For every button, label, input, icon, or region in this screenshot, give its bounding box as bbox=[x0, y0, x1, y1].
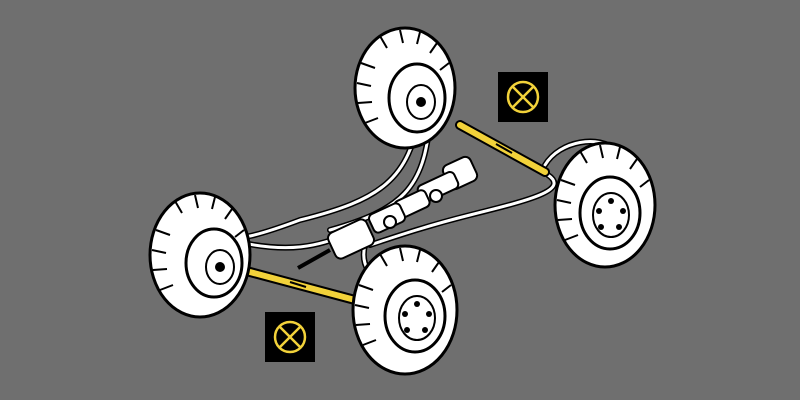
upper-shaft-marker bbox=[498, 72, 548, 122]
wheel-front-left bbox=[353, 26, 457, 150]
tire-tread-icon bbox=[556, 144, 650, 241]
transmission-assembly bbox=[297, 155, 479, 270]
circle-x-icon bbox=[506, 80, 540, 114]
wheel-rear-left bbox=[148, 191, 252, 319]
front-drive-shaft bbox=[455, 120, 550, 177]
wheel-front-right bbox=[553, 141, 657, 269]
circle-x-icon bbox=[273, 320, 307, 354]
wheel-rear-right bbox=[351, 244, 459, 376]
tire-tread-icon bbox=[151, 194, 245, 291]
lower-shaft-marker bbox=[265, 312, 315, 362]
tire-tread-icon bbox=[354, 247, 452, 346]
tire-tread-icon bbox=[356, 29, 450, 124]
rear-drive-shaft bbox=[245, 267, 360, 305]
